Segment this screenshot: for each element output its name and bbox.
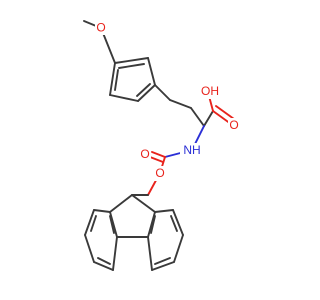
bond-five-right	[147, 211, 156, 238]
bond-c9-left	[109, 194, 133, 213]
bond-carbonyl-o-a	[151, 151, 166, 158]
bond-ring-double-1	[118, 63, 145, 69]
methoxy-o-bg	[95, 20, 107, 35]
amine-nh-bg	[180, 143, 204, 158]
bond-ring-double-3	[114, 69, 119, 91]
bond-left-ring-double-2	[97, 257, 111, 265]
bond-left-ring-4	[93, 261, 114, 271]
bond-ring-4	[109, 94, 139, 102]
bond-left-ring-double-1	[90, 215, 97, 232]
bond-left-ring-2	[84, 209, 95, 236]
bond-ring-5	[109, 62, 116, 96]
carbamate-o-ester-bg	[154, 166, 166, 181]
bond-right-ring-3	[173, 234, 184, 263]
bond-chain-2	[169, 99, 192, 109]
atom-label-acid-o: O	[229, 118, 238, 132]
atom-label-carbamate-o-ester: O	[155, 166, 164, 180]
bond-right-ring-1	[154, 209, 174, 213]
bond-chain-3	[190, 107, 205, 127]
bond-chain-1	[154, 84, 171, 101]
bond-c9-right	[131, 194, 156, 213]
bond-right-ring-4	[151, 261, 175, 271]
atom-label-carbamate-o-double: O	[140, 147, 149, 161]
bond-ring-2	[147, 57, 156, 86]
bond-right-ring-5	[147, 236, 153, 271]
molecule-diagram: O OH O NH O O	[83, 20, 240, 271]
acid-oh-bg	[199, 84, 221, 99]
bond-left-ring-double-3	[109, 215, 115, 234]
acid-o-bg	[228, 118, 240, 133]
bond-left-ring-1	[93, 209, 111, 213]
bond-left-ring-5	[112, 236, 118, 271]
bond-carboxyl-o-b	[215, 105, 235, 120]
bond-c-carboxyl	[203, 110, 214, 127]
bond-left-ring-3	[84, 234, 95, 263]
bond-right-ring-double-1	[170, 215, 178, 232]
carbamate-o-double-bg	[139, 147, 151, 162]
bond-right-ring-2	[172, 209, 184, 236]
bond-five-left	[109, 211, 118, 238]
bond-ring-1	[114, 57, 149, 64]
bond-right-ring-double-2	[154, 257, 171, 265]
atom-label-methoxy-o: O	[96, 21, 105, 35]
bond-ring-3	[137, 84, 156, 102]
atom-label-amine-nh: NH	[183, 143, 200, 157]
bond-right-ring-double-3	[150, 215, 156, 234]
atom-label-acid-oh: OH	[201, 84, 219, 98]
bond-ring-double-2	[136, 83, 151, 97]
bond-layer	[83, 20, 235, 271]
bond-carbonyl-o-b	[149, 156, 164, 163]
atom-label-layer: O OH O NH O O	[95, 20, 240, 181]
